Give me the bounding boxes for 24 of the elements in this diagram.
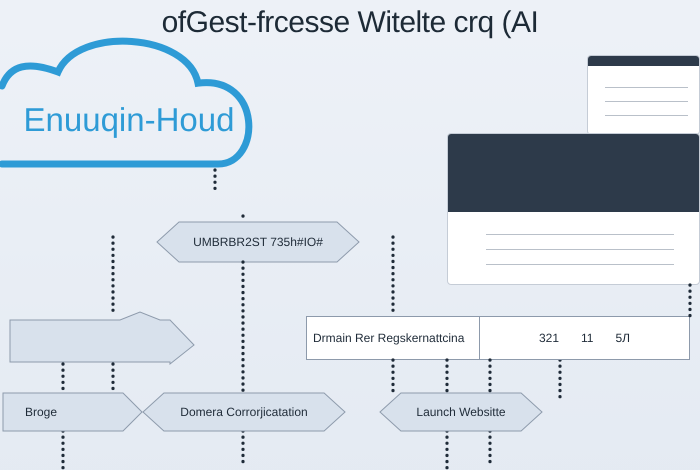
webpage-screenshot-picture (587, 55, 700, 135)
dotted-connector (391, 358, 395, 395)
process-box (479, 316, 690, 360)
dotted-connector (688, 283, 692, 318)
node-label: Launch Websitte (416, 405, 506, 419)
node-label: 5Л (615, 331, 630, 345)
node-label: Broge (25, 405, 58, 419)
hexagon-box (143, 393, 345, 431)
node-label: Enuuqin-Houd (24, 101, 234, 139)
hexagon-box (157, 222, 359, 262)
node-label: Drmain Rer Regskernattcina (313, 331, 464, 345)
node-label: Domera Corrorjicatation (180, 405, 308, 419)
node-label: 11 (581, 331, 594, 345)
dotted-connector (445, 358, 449, 395)
title: ofGest-frcesse Witelte crq (AI (160, 6, 540, 40)
webpage-screenshot-picture (447, 133, 700, 285)
process-box (306, 316, 480, 360)
pentagon-arrow-box (3, 393, 142, 431)
hexagon-box (380, 393, 542, 431)
node-label: 321 (538, 331, 559, 345)
arrow-shape (10, 312, 194, 364)
node-label: UMBRBR2ST 735h#IO# (193, 235, 323, 249)
dotted-connector (241, 260, 245, 395)
dotted-connector (488, 358, 492, 395)
